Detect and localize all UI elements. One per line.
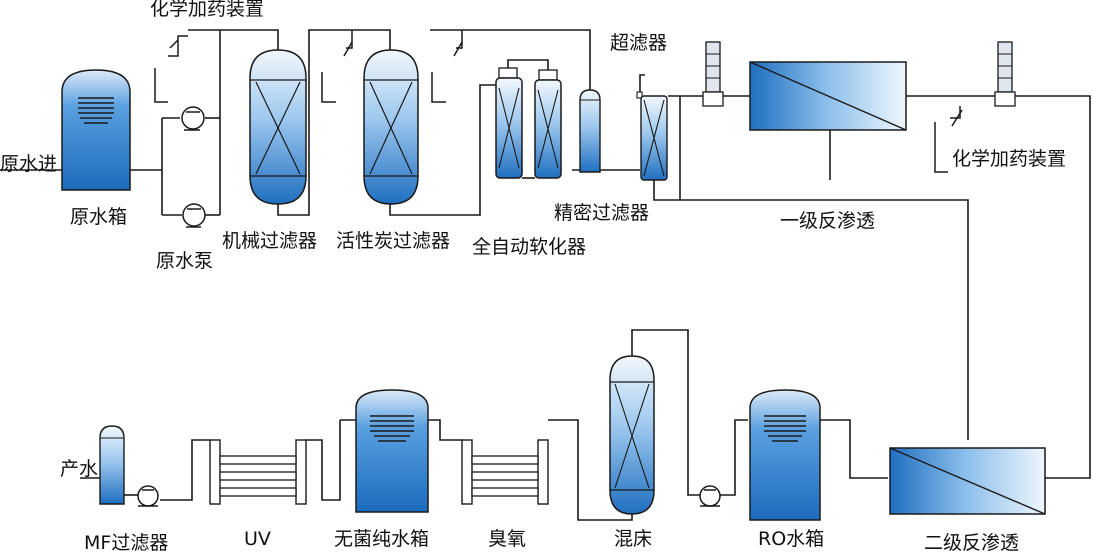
high-pressure-pump-1 — [702, 41, 724, 107]
auto-softener-vessel-2 — [534, 69, 562, 179]
pipes-bottom-row — [80, 329, 888, 521]
label-ro-water-tank: RO水箱 — [758, 528, 825, 550]
ro-water-tank — [749, 389, 821, 521]
label-mechanical-filter: 机械过滤器 — [222, 230, 318, 252]
ultrafilter-vessel — [636, 91, 668, 181]
chem-dosing-unit-carbon — [321, 30, 353, 103]
label-auto-softener: 全自动软化器 — [472, 236, 587, 258]
chem-dosing-unit-right — [934, 106, 963, 173]
label-mf-filter: MF过滤器 — [84, 532, 169, 554]
sterile-pure-water-tank — [355, 389, 429, 513]
label-ro-stage2: 二级反渗透 — [924, 532, 1020, 554]
label-product-water: 产水 — [60, 458, 99, 480]
auto-softener-vessel-1 — [495, 67, 523, 179]
label-activated-carbon-filter: 活性炭过滤器 — [336, 230, 451, 252]
raw-water-tank — [61, 69, 131, 191]
mixed-bed-vessel — [609, 355, 655, 515]
raw-water-pump-upper — [181, 106, 205, 131]
product-water-pump — [137, 485, 159, 507]
label-ro-stage1: 一级反渗透 — [780, 210, 876, 232]
label-ozone: 臭氧 — [488, 528, 527, 550]
mechanical-filter-vessel — [249, 49, 307, 205]
activated-carbon-filter-vessel — [363, 49, 419, 205]
label-uv: UV — [244, 528, 271, 550]
ro-stage1-membrane — [749, 61, 907, 131]
ro-water-pump — [699, 485, 721, 507]
chem-dosing-unit-left — [154, 35, 188, 103]
label-sterile-pure-water-tank: 无菌纯水箱 — [334, 528, 430, 550]
label-precision-filter: 精密过滤器 — [554, 202, 650, 224]
label-chem-dosing-right: 化学加药装置 — [952, 148, 1067, 170]
label-mixed-bed: 混床 — [614, 528, 653, 550]
label-raw-water-pump: 原水泵 — [156, 250, 214, 272]
label-chem-dosing-top: 化学加药装置 — [150, 0, 265, 20]
ozone-unit — [461, 439, 549, 505]
chem-dosing-unit-softener — [431, 30, 463, 103]
high-pressure-pump-2 — [994, 41, 1016, 107]
label-ultrafilter: 超滤器 — [610, 32, 668, 54]
label-raw-water-tank: 原水箱 — [70, 206, 128, 228]
mf-filter-vessel — [99, 425, 125, 505]
ro-stage2-membrane — [889, 447, 1046, 515]
precision-filter-vessel — [579, 89, 601, 173]
uv-unit — [209, 439, 307, 505]
label-raw-water-in: 原水进 — [0, 153, 58, 175]
raw-water-pump-lower — [182, 203, 206, 228]
